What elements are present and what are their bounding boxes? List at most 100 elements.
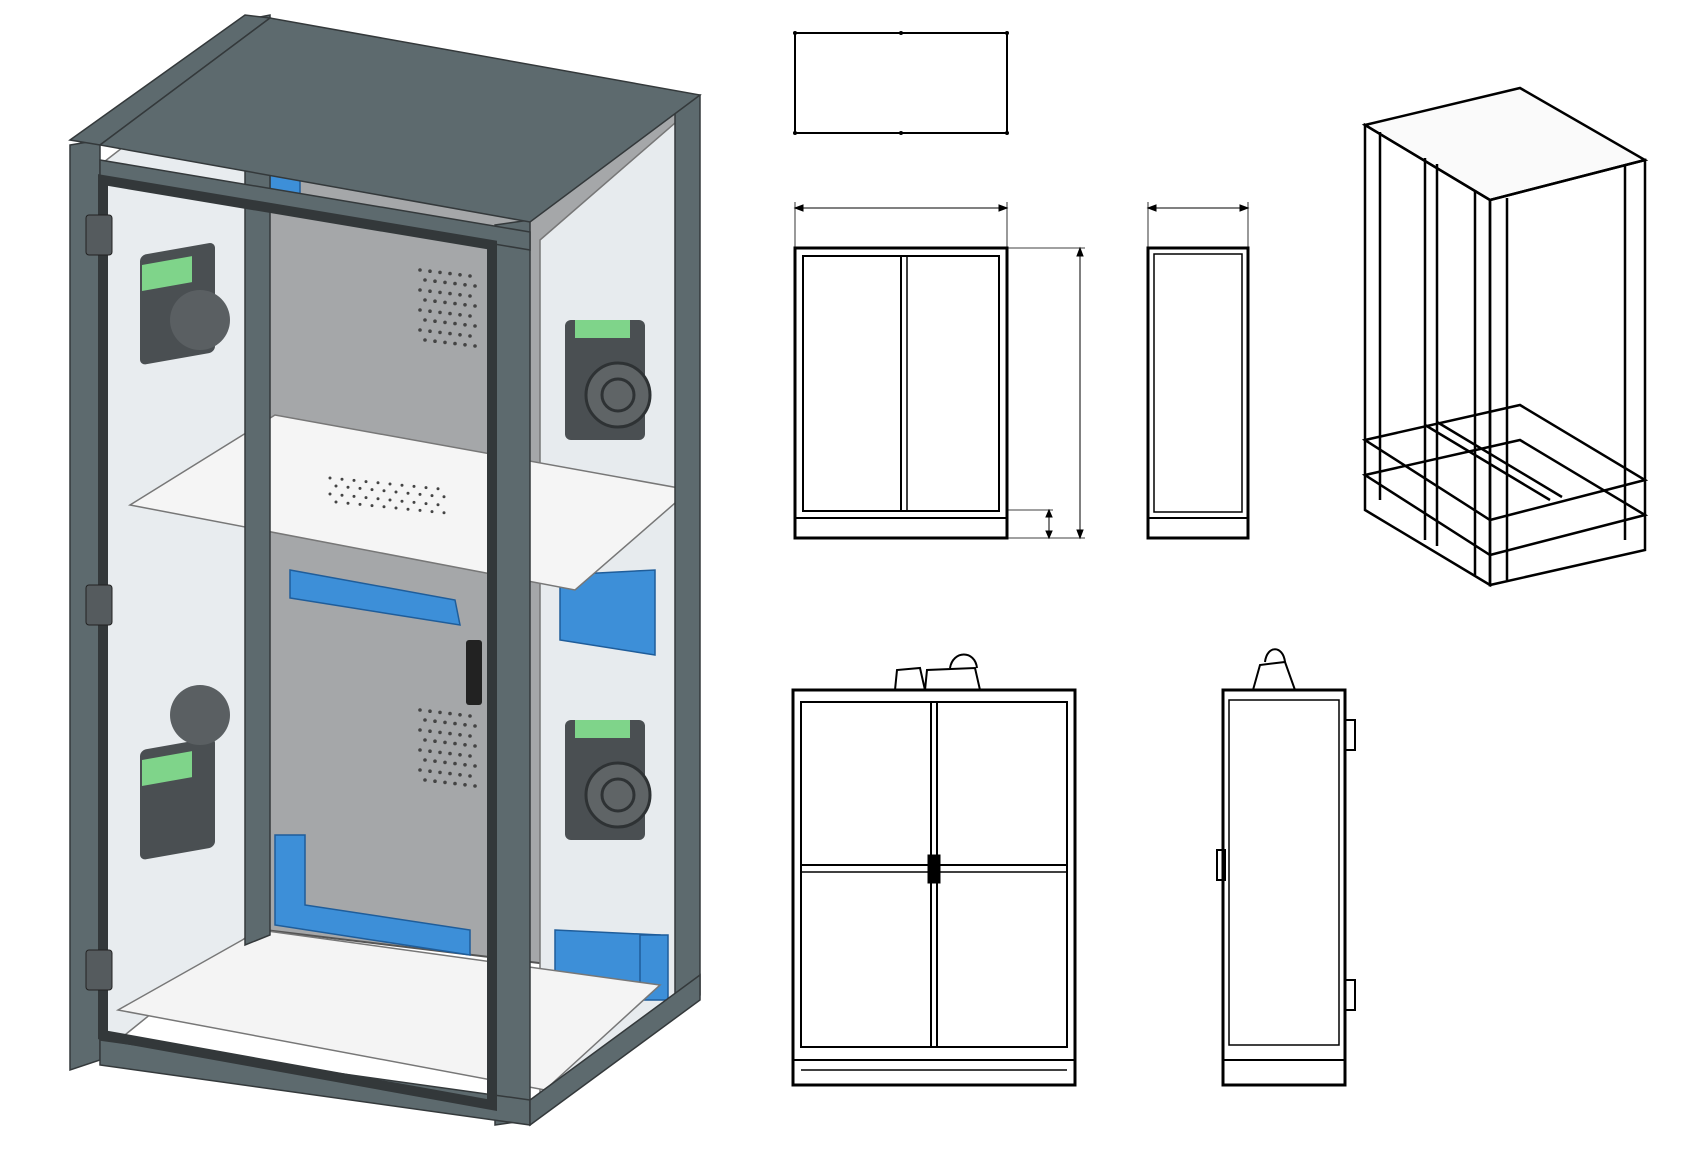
vent-hole bbox=[370, 488, 374, 492]
vent-hole bbox=[433, 759, 437, 763]
fan-left-lower bbox=[140, 685, 230, 860]
vent-hole bbox=[433, 319, 437, 324]
vent-hole bbox=[364, 480, 368, 484]
fan-right-upper bbox=[565, 320, 652, 440]
corner-point bbox=[793, 131, 797, 135]
vent-hole bbox=[463, 303, 467, 307]
vent-hole bbox=[453, 761, 457, 766]
vent-hole bbox=[423, 718, 427, 722]
vent-hole bbox=[463, 783, 467, 787]
fan-right-lower bbox=[565, 720, 652, 840]
vent-hole bbox=[370, 504, 374, 508]
vent-hole bbox=[436, 487, 440, 491]
vent-hole bbox=[418, 268, 422, 272]
vent-hole bbox=[468, 754, 472, 758]
vent-hole bbox=[453, 781, 457, 786]
corner-point bbox=[899, 31, 903, 35]
door-hinges bbox=[85, 214, 113, 991]
vent-hole bbox=[352, 494, 356, 498]
vent-hole bbox=[358, 502, 362, 506]
vent-hole bbox=[430, 510, 434, 514]
vent-hole bbox=[442, 511, 446, 515]
vent-hole bbox=[468, 774, 472, 778]
vent-hole bbox=[438, 270, 442, 275]
vent-hole bbox=[423, 338, 427, 342]
vent-hole bbox=[340, 493, 344, 497]
vent-hole bbox=[328, 476, 332, 480]
vent-hole bbox=[400, 499, 404, 503]
vent-hole bbox=[458, 713, 462, 717]
vent-hole bbox=[358, 486, 362, 490]
vent-hole bbox=[458, 293, 462, 297]
shelf-vent-holes bbox=[328, 476, 446, 515]
vent-hole bbox=[433, 279, 437, 284]
fan-left-upper bbox=[140, 243, 230, 365]
vent-hole bbox=[428, 729, 432, 733]
vent-hole bbox=[394, 506, 398, 510]
vent-hole bbox=[364, 496, 368, 500]
vent-holes-upper bbox=[418, 268, 477, 348]
vent-hole bbox=[418, 768, 422, 772]
vent-hole bbox=[458, 333, 462, 337]
vent-hole bbox=[453, 301, 457, 306]
vent-hole bbox=[463, 323, 467, 327]
vent-hole bbox=[433, 339, 437, 344]
vent-hole bbox=[463, 283, 467, 287]
vent-hole bbox=[458, 273, 462, 277]
vent-hole bbox=[412, 500, 416, 504]
vent-hole bbox=[443, 300, 447, 305]
vent-hole bbox=[346, 501, 350, 505]
vent-hole bbox=[438, 310, 442, 315]
vent-hole bbox=[376, 481, 380, 485]
vent-hole bbox=[468, 734, 472, 738]
vent-hole bbox=[468, 294, 472, 298]
front-elevation bbox=[791, 653, 1077, 1087]
vent-hole bbox=[473, 284, 477, 288]
vent-hole bbox=[334, 500, 338, 504]
vent-hole bbox=[448, 271, 452, 276]
vent-hole bbox=[406, 507, 410, 511]
vent-hole bbox=[388, 498, 392, 502]
vent-hole bbox=[438, 290, 442, 295]
vent-hole bbox=[382, 489, 386, 493]
vent-hole bbox=[428, 749, 432, 753]
vent-hole bbox=[346, 485, 350, 489]
vent-hole bbox=[418, 508, 422, 512]
vent-hole bbox=[448, 331, 452, 336]
vent-hole bbox=[463, 763, 467, 767]
vent-hole bbox=[448, 751, 452, 756]
vent-hole bbox=[423, 298, 427, 302]
vent-hole bbox=[468, 334, 472, 338]
vent-hole bbox=[443, 280, 447, 285]
vent-hole bbox=[428, 709, 432, 713]
vent-hole bbox=[433, 739, 437, 743]
vent-hole bbox=[423, 278, 427, 282]
vent-hole bbox=[443, 760, 447, 765]
vent-hole bbox=[423, 738, 427, 742]
vent-hole bbox=[438, 330, 442, 335]
aluminium-frame bbox=[68, 14, 702, 1127]
vent-hole bbox=[428, 269, 432, 274]
vent-hole bbox=[418, 492, 422, 496]
vent-hole bbox=[438, 730, 442, 735]
vent-hole bbox=[428, 329, 432, 334]
vent-hole bbox=[418, 708, 422, 712]
vent-hole bbox=[448, 711, 452, 716]
vent-hole bbox=[448, 731, 452, 736]
vent-hole bbox=[473, 344, 477, 348]
vent-hole bbox=[423, 778, 427, 782]
vent-hole bbox=[458, 773, 462, 777]
vent-hole bbox=[394, 490, 398, 494]
front-view bbox=[793, 202, 1085, 540]
vent-hole bbox=[340, 477, 344, 481]
vent-hole bbox=[400, 483, 404, 487]
vent-hole bbox=[443, 320, 447, 325]
vent-hole bbox=[423, 758, 427, 762]
vent-hole bbox=[468, 714, 472, 718]
vent-hole bbox=[473, 764, 477, 768]
vent-hole bbox=[418, 288, 422, 292]
side-elevation bbox=[1216, 648, 1356, 1087]
side-view bbox=[1146, 202, 1250, 540]
corner-point bbox=[1005, 31, 1009, 35]
